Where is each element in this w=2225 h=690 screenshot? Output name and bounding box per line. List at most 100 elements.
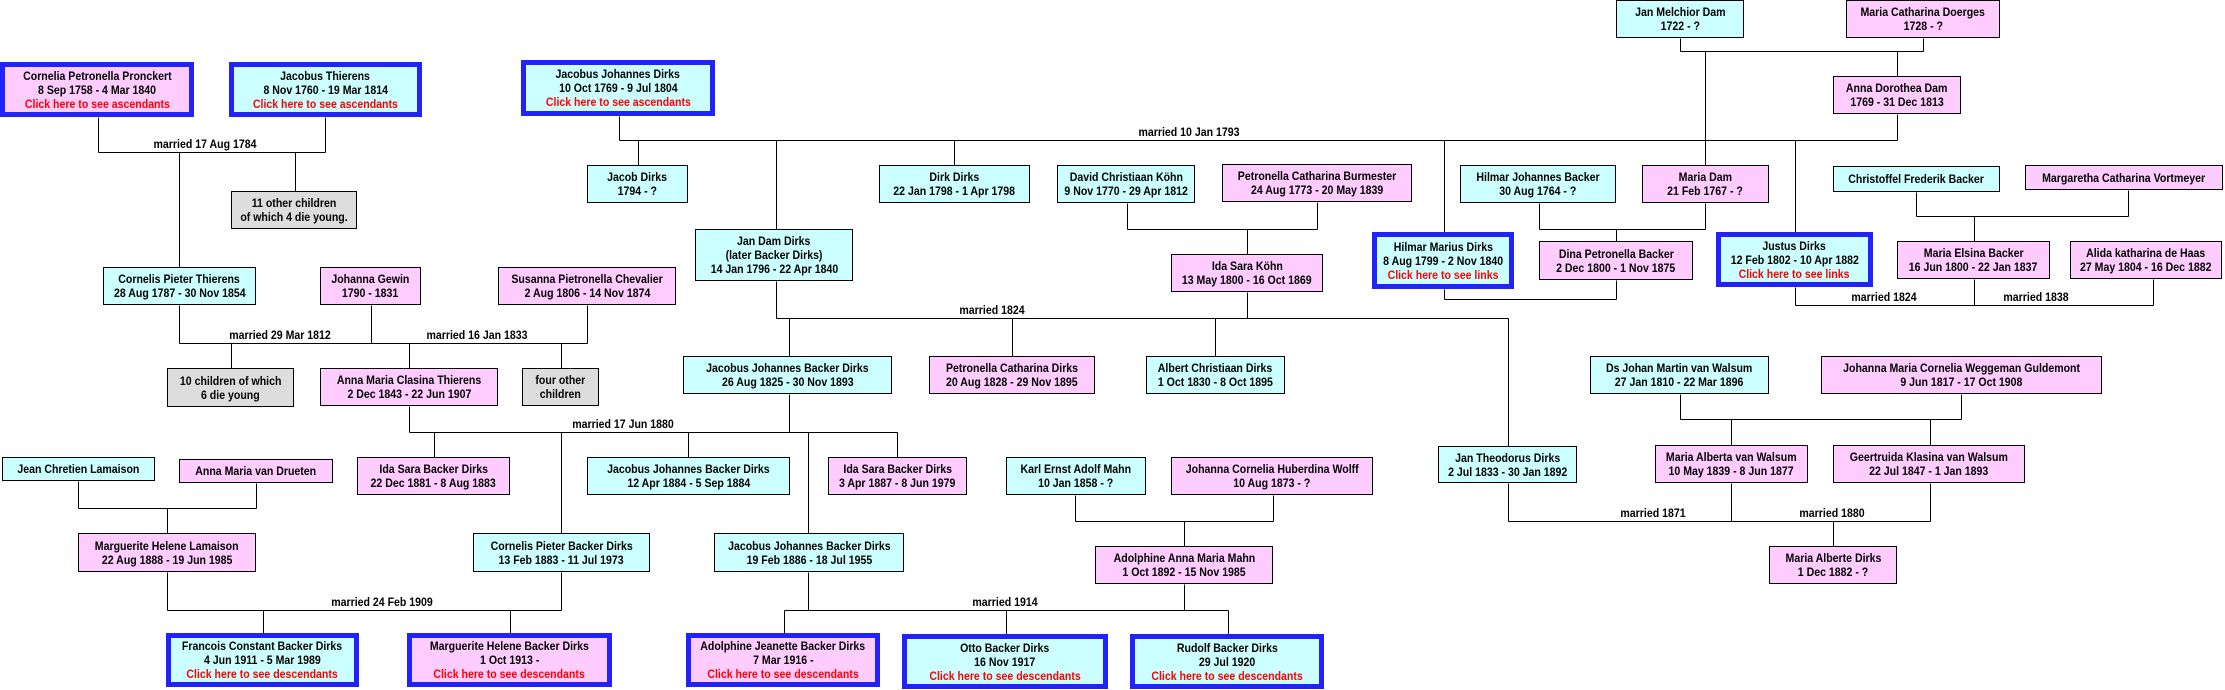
life-dates: 30 Aug 1764 - ? [1499, 184, 1577, 198]
person-name: Anna Maria Clasina Thierens [336, 373, 482, 387]
life-dates: 4 Jun 1911 - 5 Mar 1989 [204, 653, 321, 667]
person-name: Jan Dam Dirks [737, 234, 811, 248]
person-name: Maria Elsina Backer [1923, 246, 2024, 260]
marriage-label: married 24 Feb 1909 [331, 595, 433, 609]
person-name: Adolphine Jeanette Backer Dirks [700, 639, 866, 653]
marriage-label: married 1880 [1799, 506, 1865, 520]
group-text: four other [535, 373, 586, 387]
see-more-link[interactable]: Click here to see ascendants [545, 95, 691, 109]
life-dates: 19 Feb 1886 - 18 Jul 1955 [746, 552, 872, 567]
person-name: Rudolf Backer Dirks [1176, 640, 1278, 655]
person-name: Cornelis Pieter Backer Dirks [490, 538, 633, 553]
see-more-link[interactable]: Click here to see descendants [433, 667, 586, 681]
person-name: Petronella Catharina Burmester [1237, 169, 1397, 183]
group-text: 6 die young [201, 387, 260, 402]
life-dates: 12 Apr 1884 - 5 Sep 1884 [627, 476, 750, 490]
life-dates: 2 Aug 1806 - 14 Nov 1874 [524, 286, 650, 300]
life-dates: 8 Aug 1799 - 2 Nov 1840 [1383, 253, 1503, 268]
person-name: Geertruida Klasina van Walsum [1849, 450, 2009, 464]
life-dates: 10 Oct 1769 - 9 Jul 1804 [558, 81, 678, 95]
name-note: (later Backer Dirks) [725, 248, 823, 262]
life-dates: 27 Jan 1810 - 22 Mar 1896 [1615, 375, 1744, 389]
person-name: Margaretha Catharina Vortmeyer [2042, 170, 2206, 185]
person-name: Maria Dam [1678, 170, 1733, 184]
marriage-label: married 1914 [972, 595, 1038, 609]
person-name: Hilmar Marius Dirks [1393, 239, 1493, 254]
group-text: children [539, 387, 582, 401]
life-dates: 1722 - ? [1660, 19, 1700, 33]
life-dates: 8 Sep 1758 - 4 Mar 1840 [37, 82, 157, 97]
see-more-link[interactable]: Click here to see ascendants [253, 96, 398, 111]
life-dates: 1 Oct 1913 - [479, 653, 540, 667]
see-more-link[interactable]: Click here to see descendants [1151, 668, 1303, 683]
life-dates: 1769 - 31 Dec 1813 [1850, 95, 1944, 109]
life-dates: 29 Jul 1920 [1198, 654, 1256, 669]
person-name: Marguerite Helene Lamaison [95, 538, 239, 553]
person-box: Jean Chretien Lamaison [2, 457, 155, 481]
person-name: Jan Theodorus Dirks [1454, 450, 1561, 465]
see-more-link[interactable]: Click here to see links [1739, 266, 1850, 281]
life-dates: 3 Apr 1887 - 8 Jun 1979 [839, 476, 956, 490]
life-dates: 1 Oct 1830 - 8 Oct 1895 [1157, 375, 1274, 389]
person-name: Jacobus Johannes Backer Dirks [607, 462, 770, 476]
life-dates: 24 Aug 1773 - 20 May 1839 [1250, 183, 1384, 197]
life-dates: 27 May 1804 - 16 Dec 1882 [2080, 260, 2212, 274]
person-name: Jacob Dirks [607, 170, 668, 184]
see-more-link[interactable]: Click here to see ascendants [24, 96, 170, 111]
see-more-link[interactable]: Click here to see descendants [929, 668, 1081, 683]
person-name: Jacobus Johannes Backer Dirks [706, 361, 869, 375]
marriage-label: married 10 Jan 1793 [1138, 125, 1240, 139]
marriage-label: married 17 Jun 1880 [572, 417, 674, 431]
person-name: Jacobus Johannes Dirks [555, 67, 681, 81]
person-name: Ida Sara Backer Dirks [379, 462, 488, 476]
marriage-label: married 1824 [1851, 290, 1917, 304]
life-dates: 16 Jun 1800 - 22 Jan 1837 [1909, 260, 2038, 274]
person-name: Ida Sara Backer Dirks [843, 462, 952, 476]
life-dates: 22 Aug 1888 - 19 Jun 1985 [101, 552, 233, 567]
person-name: Maria Alberta van Walsum [1666, 450, 1797, 464]
life-dates: 10 Jan 1858 - ? [1038, 476, 1114, 490]
life-dates: 9 Nov 1770 - 29 Apr 1812 [1064, 184, 1188, 198]
group-text: 10 children of which [179, 373, 282, 388]
person-name: Ida Sara Köhn [1211, 259, 1283, 273]
person-name: Maria Alberte Dirks [1785, 551, 1881, 565]
life-dates: 8 Nov 1760 - 19 Mar 1814 [263, 82, 388, 97]
life-dates: 1728 - ? [1903, 19, 1943, 33]
person-name: Susanna Pietronella Chevalier [511, 272, 663, 286]
see-more-link[interactable]: Click here to see descendants [707, 667, 859, 681]
marriage-label: married 1871 [1620, 506, 1686, 520]
see-more-link[interactable]: Click here to see descendants [186, 667, 339, 681]
see-more-link[interactable]: Click here to see links [1387, 267, 1499, 282]
person-name: Christoffel Frederik Backer [1848, 172, 1985, 186]
life-dates: 20 Aug 1828 - 29 Nov 1895 [946, 375, 1078, 389]
person-name: Alida katharina de Haas [2086, 246, 2206, 260]
person-name: Anna Dorothea Dam [1846, 81, 1948, 95]
person-name: Ds Johan Martin van Walsum [1606, 361, 1753, 375]
person-name: Karl Ernst Adolf Mahn [1020, 462, 1132, 476]
life-dates: 1790 - 1831 [342, 286, 399, 300]
